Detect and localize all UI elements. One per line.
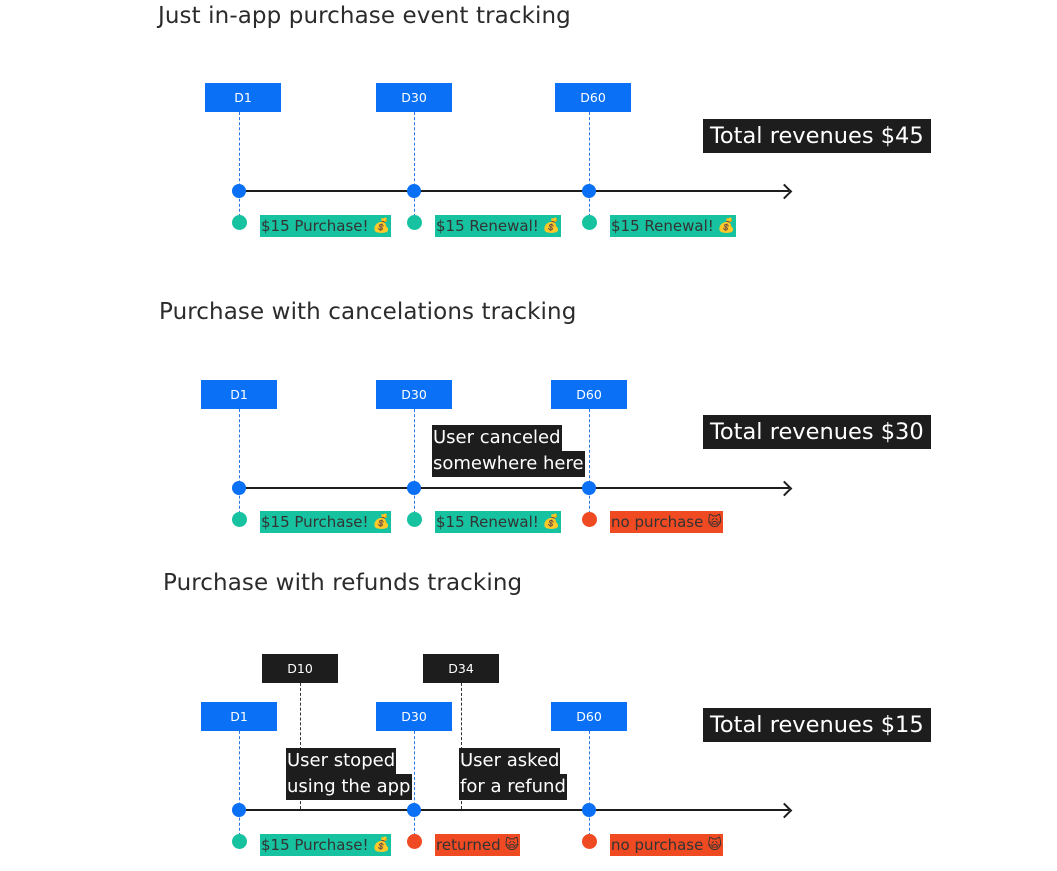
guide-line — [239, 409, 240, 519]
total-revenues: Total revenues $15 — [703, 708, 931, 742]
event-tag: $15 Renewal!💰 — [610, 215, 737, 237]
status-dot — [582, 215, 597, 230]
event-tag: returned🙀 — [435, 834, 521, 856]
timeline-node — [407, 481, 421, 495]
timeline-node — [407, 803, 421, 817]
section-2-title: Purchase with cancelations tracking — [159, 299, 577, 325]
day-box-d10: D10 — [262, 654, 338, 683]
guide-line — [414, 112, 415, 222]
event-tag: $15 Renewal!💰 — [435, 511, 562, 533]
cancel-note-line: somewhere here — [432, 451, 585, 477]
timeline-node — [232, 184, 246, 198]
event-tag: $15 Purchase!💰 — [260, 215, 391, 237]
timeline-node — [232, 803, 246, 817]
event-tag: $15 Purchase!💰 — [260, 511, 391, 533]
guide-line — [239, 731, 240, 841]
timeline-node — [407, 184, 421, 198]
day-box-d30: D30 — [376, 702, 452, 731]
timeline-node — [582, 481, 596, 495]
stopped-note-line: using the app — [286, 774, 412, 800]
status-dot — [407, 834, 422, 849]
guide-line — [589, 731, 590, 841]
guide-line — [589, 112, 590, 222]
cat-face-icon: 🙀 — [707, 837, 722, 853]
cat-face-icon: 🙀 — [504, 837, 520, 853]
refund-note-line: User asked — [459, 748, 561, 774]
day-box-d60: D60 — [555, 83, 631, 112]
event-tag: $15 Renewal!💰 — [435, 215, 562, 237]
day-box-d60: D60 — [551, 702, 627, 731]
guide-line — [589, 409, 590, 519]
status-dot — [232, 512, 247, 527]
event-tag: $15 Purchase!💰 — [260, 834, 391, 856]
cancel-note: User canceled somewhere here — [432, 425, 585, 477]
timeline-axis — [239, 809, 789, 811]
money-bag-icon: 💰 — [717, 218, 736, 234]
status-dot — [232, 215, 247, 230]
section-3-title: Purchase with refunds tracking — [163, 570, 523, 596]
refund-note-line: for a refund — [459, 774, 567, 800]
day-box-d1: D1 — [201, 702, 277, 731]
arrow-head-icon — [776, 480, 793, 497]
status-dot — [582, 512, 597, 527]
guide-line — [239, 112, 240, 222]
money-bag-icon: 💰 — [542, 514, 561, 530]
status-dot — [582, 834, 597, 849]
guide-line — [414, 409, 415, 519]
guide-line — [461, 683, 462, 809]
refund-note: User asked for a refund — [459, 748, 567, 800]
day-box-d60: D60 — [551, 380, 627, 409]
money-bag-icon: 💰 — [372, 514, 390, 530]
arrow-head-icon — [776, 802, 793, 819]
money-bag-icon: 💰 — [372, 837, 390, 853]
money-bag-icon: 💰 — [372, 218, 390, 234]
money-bag-icon: 💰 — [542, 218, 561, 234]
guide-line — [300, 683, 301, 809]
stopped-note-line: User stoped — [286, 748, 397, 774]
section-1-title: Just in-app purchase event tracking — [158, 3, 571, 29]
total-revenues: Total revenues $30 — [703, 415, 931, 449]
timeline-node — [582, 803, 596, 817]
event-tag: no purchase🙀 — [610, 834, 723, 856]
arrow-head-icon — [776, 183, 793, 200]
guide-line — [414, 731, 415, 841]
total-revenues: Total revenues $45 — [703, 119, 931, 153]
day-box-d30: D30 — [376, 380, 452, 409]
day-box-d34: D34 — [423, 654, 499, 683]
timeline-axis — [239, 190, 789, 192]
day-box-d30: D30 — [376, 83, 452, 112]
timeline-axis — [239, 487, 789, 489]
event-tag: no purchase🙀 — [610, 511, 723, 533]
cancel-note-line: User canceled — [432, 425, 562, 451]
status-dot — [407, 215, 422, 230]
day-box-d1: D1 — [205, 83, 281, 112]
day-box-d1: D1 — [201, 380, 277, 409]
stopped-note: User stoped using the app — [286, 748, 412, 800]
status-dot — [232, 834, 247, 849]
timeline-node — [582, 184, 596, 198]
timeline-node — [232, 481, 246, 495]
cat-face-icon: 🙀 — [707, 514, 722, 530]
status-dot — [407, 512, 422, 527]
